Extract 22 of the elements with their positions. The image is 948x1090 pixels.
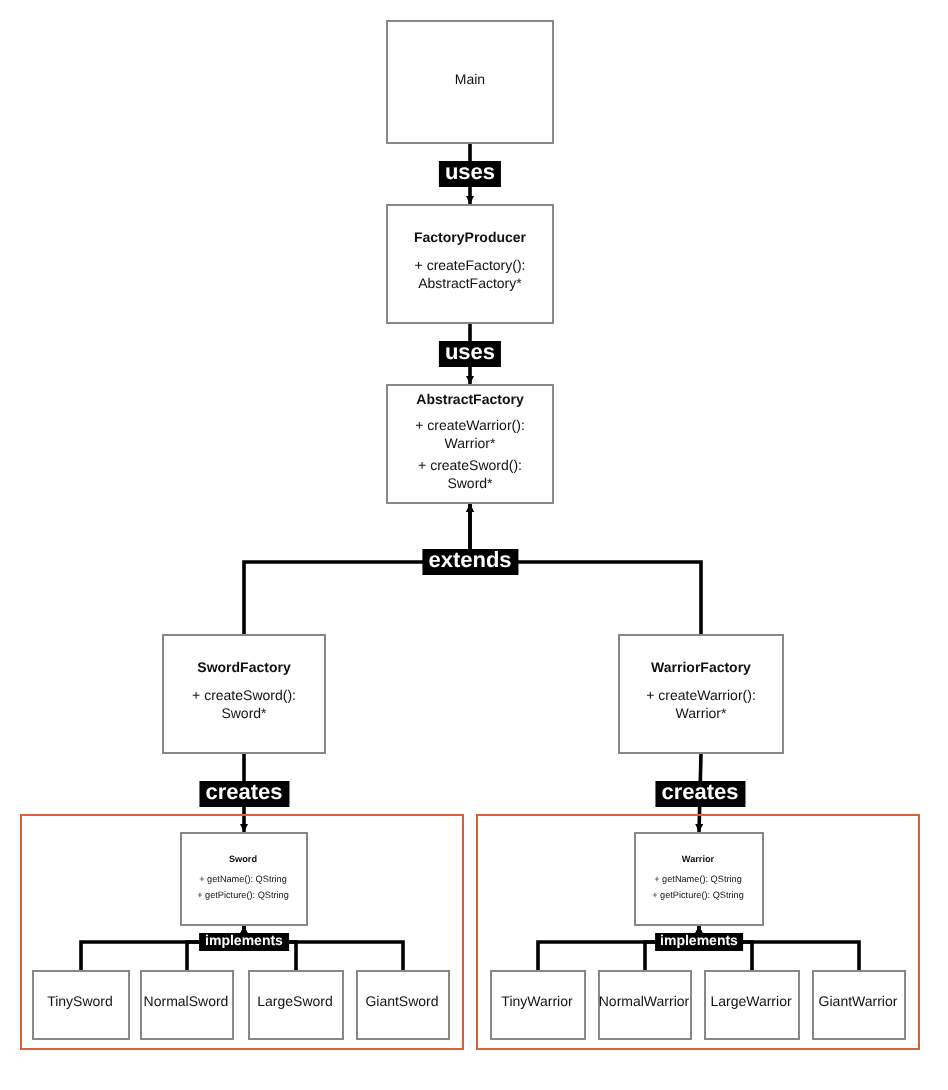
class-box [489, 969, 585, 1039]
edge-label: extends [422, 549, 518, 575]
class-box [247, 969, 343, 1039]
class-box [633, 831, 763, 925]
edge-label: uses [438, 161, 502, 187]
class-box [386, 20, 554, 144]
edge-label: creates [655, 780, 745, 806]
class-box [386, 204, 554, 324]
edge-label: uses [438, 341, 502, 367]
class-box [355, 969, 449, 1039]
edge-label: creates [199, 780, 289, 806]
class-box [386, 384, 554, 504]
class-box [597, 969, 691, 1039]
class-box [139, 969, 233, 1039]
class-box [162, 634, 326, 754]
group-frame [476, 814, 920, 1050]
class-box [811, 969, 905, 1039]
class-box [179, 831, 307, 925]
class-box [31, 969, 129, 1039]
class-box [618, 634, 784, 754]
group-frame [20, 814, 464, 1050]
class-box [703, 969, 799, 1039]
